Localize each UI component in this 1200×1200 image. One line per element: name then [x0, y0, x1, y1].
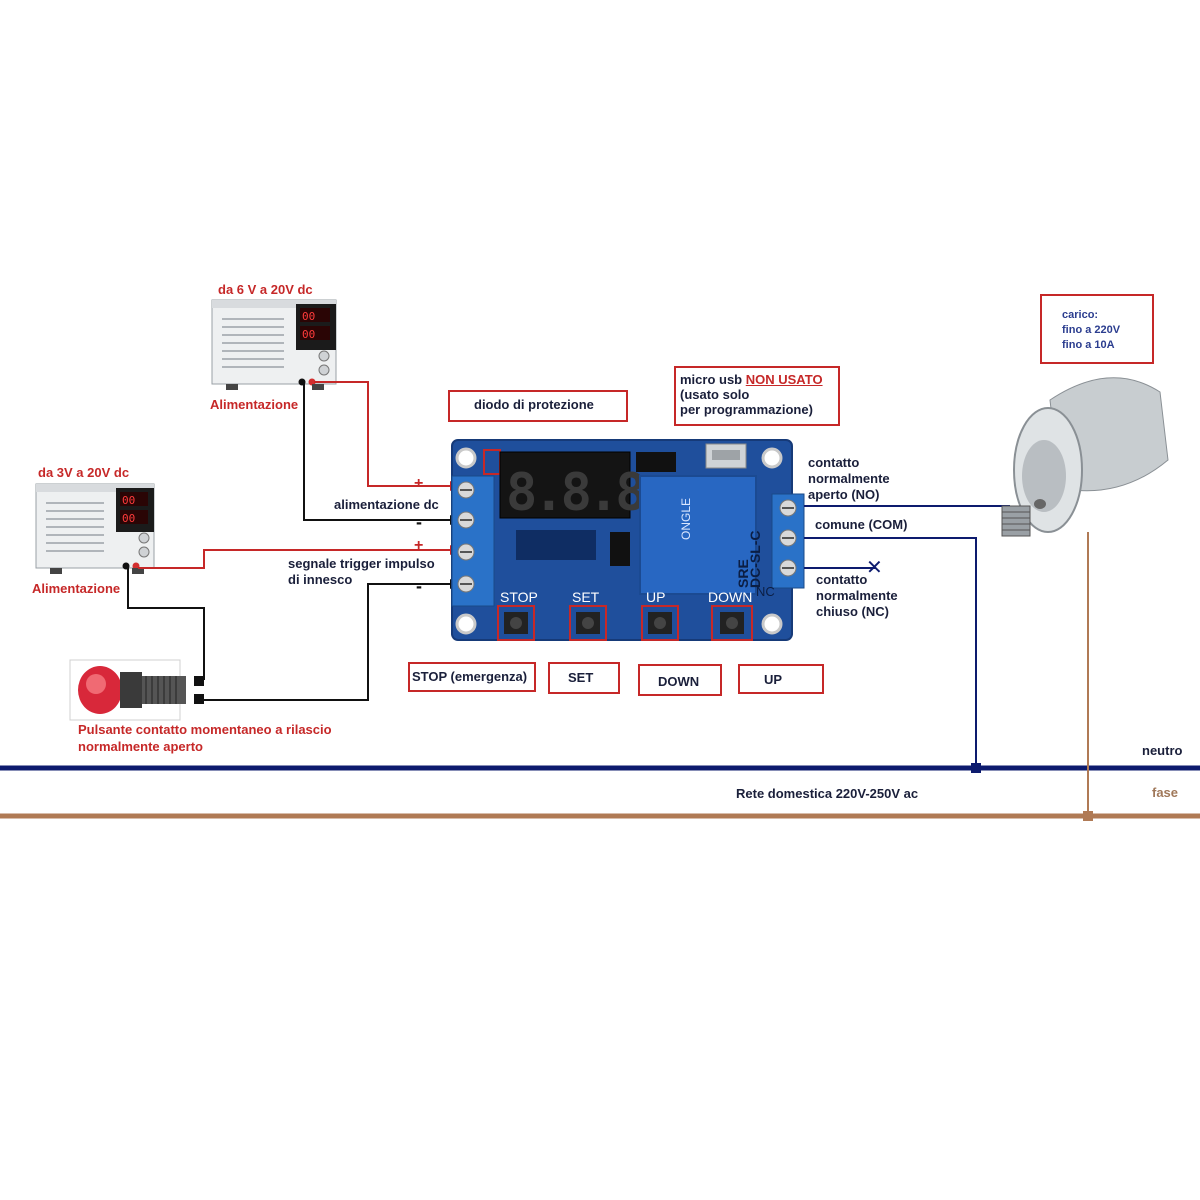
load-line2: fino a 220V: [1062, 324, 1121, 336]
wire-black-top: [303, 384, 460, 521]
set-button-label: SET: [548, 662, 620, 694]
load-line1: carico:: [1062, 309, 1099, 321]
neutral-junction: [971, 763, 981, 773]
pushbutton-label-line1: Pulsante contatto momentaneo a rilascio: [78, 722, 332, 737]
neutral-label: neutro: [1142, 743, 1183, 758]
screw-terminals-right: [779, 499, 797, 577]
power-supply-top: 00 00: [211, 299, 337, 390]
nc-label-line1: contatto: [816, 572, 868, 587]
nc-cut-mark: ✕: [866, 557, 883, 579]
phase-junction: [1083, 811, 1093, 821]
relay-board: 8.8.8. ONGLE DC-SL-C SRE STOP SET UP DOW…: [451, 439, 805, 641]
svg-text:00: 00: [302, 328, 315, 341]
wire-com: [804, 537, 977, 768]
pushbutton-label-line2: normalmente aperto: [78, 739, 203, 754]
svg-text:00: 00: [302, 310, 315, 323]
phase-label: fase: [1152, 785, 1179, 800]
stop-button-label: STOP (emergenza): [408, 662, 536, 692]
power-input-label: alimentazione dc: [334, 497, 439, 512]
usb-label-line2: (usato solo: [680, 387, 750, 402]
silk-down: DOWN: [708, 589, 752, 605]
silk-up: UP: [646, 589, 665, 605]
usb-not-used: NON USATO: [745, 372, 823, 387]
screw-terminals-left: [457, 481, 475, 593]
svg-text:00: 00: [122, 512, 135, 525]
supply-top-name-label: Alimentazione: [210, 397, 299, 412]
usb-label-line3: per programmazione): [680, 402, 813, 417]
wire-red-left: [138, 549, 460, 569]
minus-sign-trigger: -: [416, 576, 422, 596]
relay-text-sre: SRE: [735, 559, 751, 588]
com-label: comune (COM): [815, 517, 908, 532]
nc-label-line2: normalmente: [816, 588, 898, 603]
no-label-line3: aperto (NO): [808, 487, 880, 502]
diode-label-text: diodo di protezione: [474, 397, 594, 412]
nc-label-line3: chiuso (NC): [816, 604, 889, 619]
plus-sign-trigger: +: [414, 537, 423, 554]
load-line3: fino a 10A: [1062, 339, 1115, 351]
ac-wiring: [804, 505, 1089, 816]
silk-stop: STOP: [500, 589, 538, 605]
wire-black-left: [127, 568, 205, 680]
up-button-label: UP: [738, 664, 824, 694]
supply-left-range-label: da 3V a 20V dc: [38, 465, 130, 480]
usb-label-line1: micro usb NON USATO: [680, 372, 823, 387]
silk-set: SET: [572, 589, 600, 605]
no-label-line2: normalmente: [808, 471, 890, 486]
trigger-label-line2: di innesco: [288, 572, 353, 587]
relay-text-model: DC-SL-C: [747, 530, 763, 588]
down-button-label: DOWN: [638, 664, 722, 696]
power-supply-left: 00 00: [35, 483, 155, 574]
supply-left-name-label: Alimentazione: [32, 581, 121, 596]
relay-text-ongle: ONGLE: [679, 498, 693, 540]
plus-sign-power: +: [414, 475, 423, 492]
motor: [1001, 377, 1169, 537]
minus-sign-power: -: [416, 512, 422, 532]
diode-label: diodo di protezione: [448, 390, 628, 422]
trigger-label-line1: segnale trigger impulso: [288, 556, 435, 571]
wire-black-trigger: [204, 583, 460, 701]
pushbutton-device: [69, 659, 204, 721]
svg-text:00: 00: [122, 494, 135, 507]
usb-label: micro usb NON USATO (usato solo per prog…: [674, 366, 840, 426]
wire-red-top: [314, 381, 460, 487]
network-label: Rete domestica 220V-250V ac: [736, 786, 919, 801]
dc-wiring: [127, 381, 460, 701]
board-buttons: [497, 605, 753, 641]
no-label-line1: contatto: [808, 455, 860, 470]
supply-top-range-label: da 6 V a 20V dc: [218, 282, 313, 297]
load-label: carico: fino a 220V fino a 10A: [1040, 294, 1154, 364]
silk-nc: NC: [756, 584, 775, 599]
